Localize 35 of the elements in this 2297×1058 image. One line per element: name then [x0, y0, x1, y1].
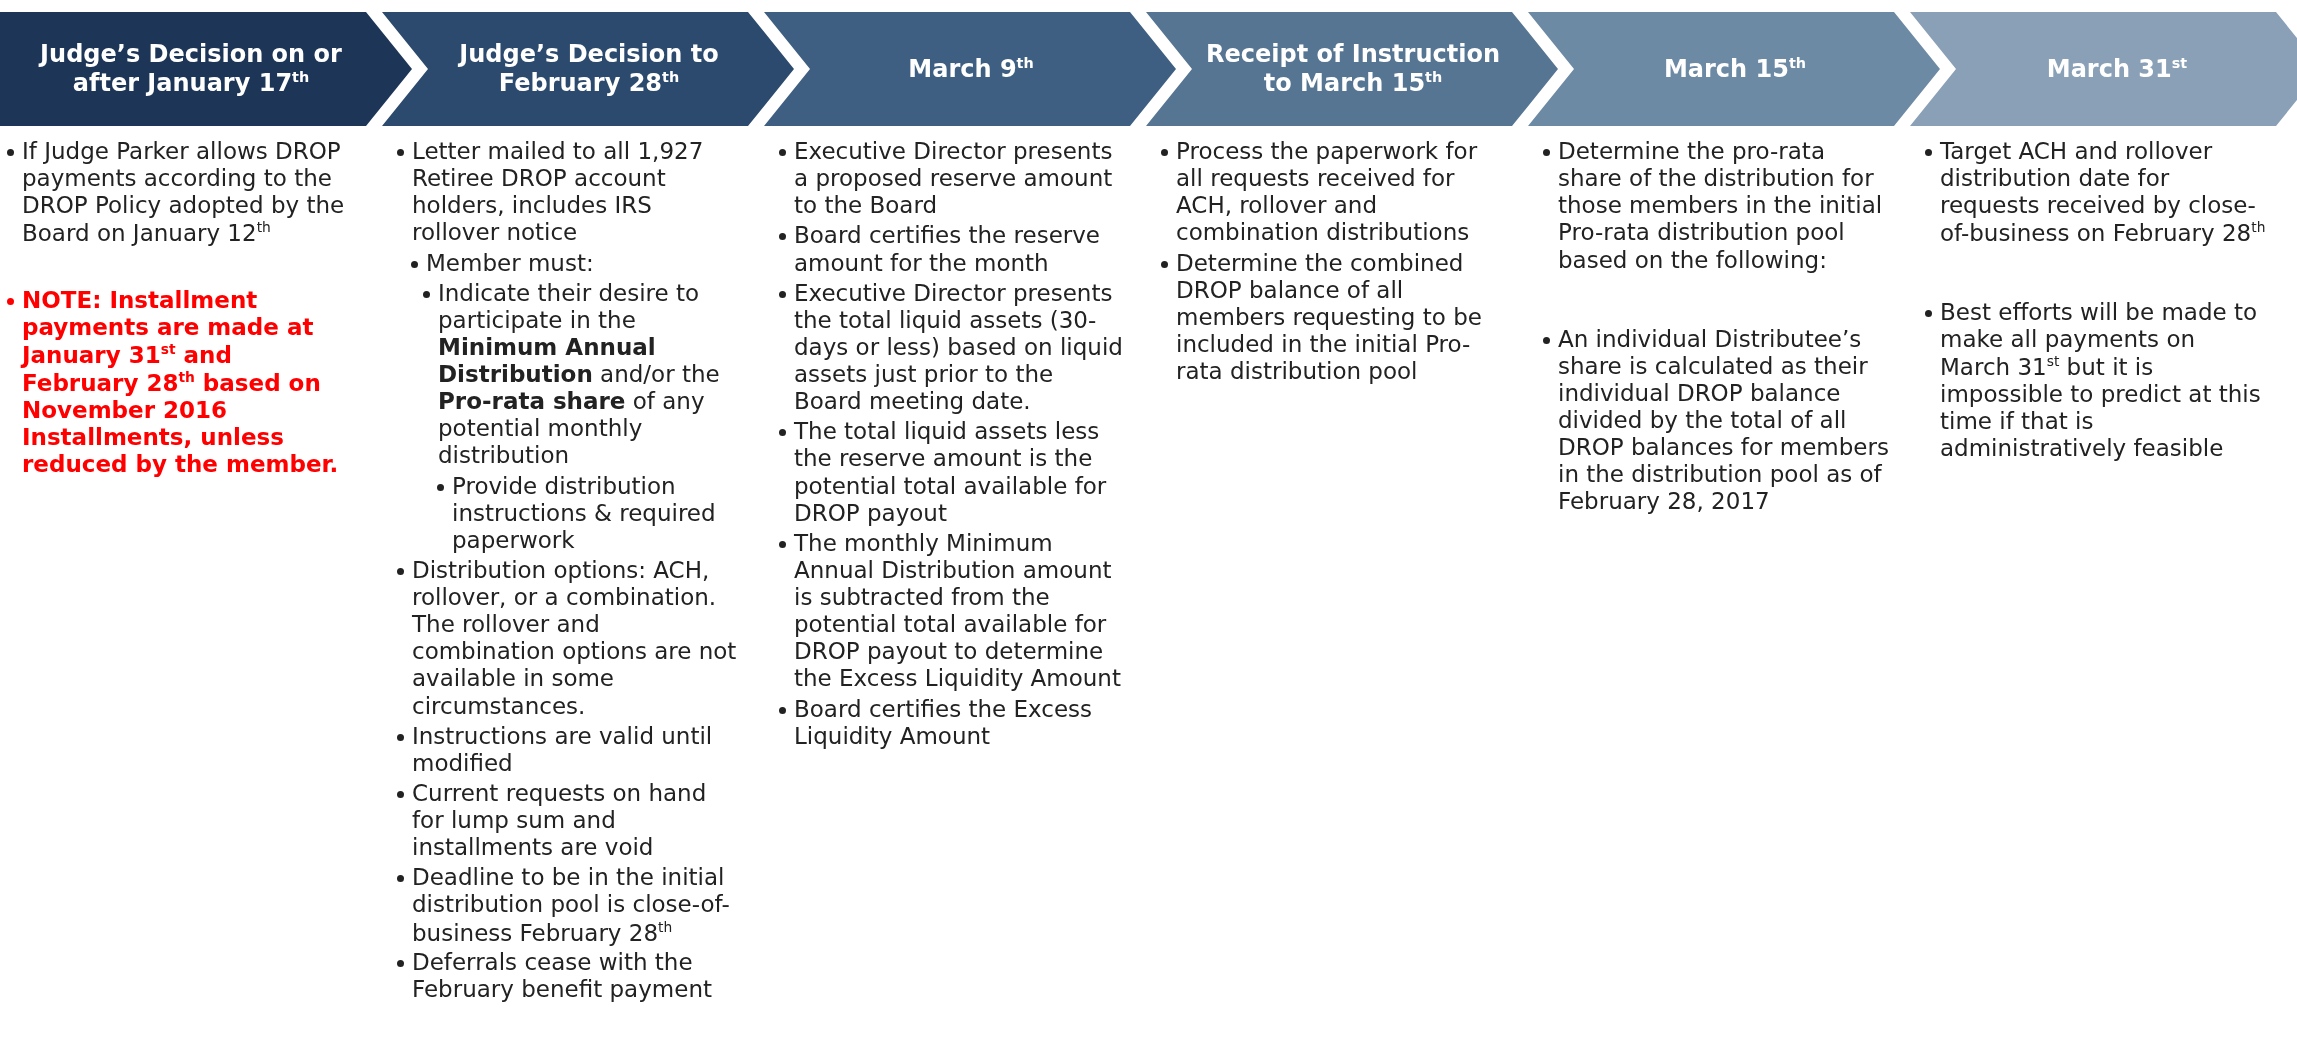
chevron-step: [1146, 12, 1558, 126]
bullet-text: Board certifies the Excess Liquidity Amount: [794, 695, 1094, 750]
bullet-text: If Judge Parker allows DROP payments according to the DROP Policy adopted by the Board on January 12$^{th}$: [22, 138, 346, 248]
chevron-step: [1910, 12, 2297, 126]
bullet-text: Letter mailed to all 1,927 Retiree DROP account holders, includes IRS rollover notice: [412, 138, 705, 247]
step-heading: Receipt of Instruction to March 15$^{th}$: [1205, 39, 1501, 99]
bullet-text: Deadline to be in the initial distribution pool is close-of-business February 28$^{th}$: [412, 864, 731, 947]
bullet-text: Distribution options: ACH, rollover, or a combination. The rollover and combination options are not available in some circumstances.: [412, 556, 738, 720]
chevron-step: [764, 12, 1176, 126]
bullet-text: Instructions are valid until modified: [412, 722, 714, 777]
bullet-text: Executive Director presents the total liquid assets (30-days or less) based on liquid assets just prior to the Board meeting date.: [794, 279, 1124, 416]
bullet-text: The total liquid assets less the reserve amount is the potential total available for DROP payout: [794, 418, 1108, 527]
bullet-text: Provide distribution instructions & required paperwork: [452, 472, 717, 554]
bullet-text: Determine the combined DROP balance of all members requesting to be included in the initial Pro-rata distribution pool: [1176, 249, 1483, 386]
bullet-text: Indicate their desire to participate in the Minimum Annual Distribution and/or the Pro-rata share of any potential monthly distribution: [438, 279, 721, 470]
bullet-text: Process the paperwork for all requests received for ACH, rollover and combination distributions: [1176, 138, 1479, 247]
bullet-text: NOTE: Installment payments are made at January 31$^{st}$ and February 28$^{th}$ based on November 2016 Installments, unless reduced by the member.: [22, 287, 340, 479]
step-heading: March 15$^{th}$: [1662, 53, 1808, 85]
chevron-step: [0, 12, 412, 126]
bullet-text: Member must:: [426, 249, 595, 277]
chevron-step: [382, 12, 794, 126]
bullet-text: Deferrals cease with the February benefit payment: [412, 949, 713, 1004]
bullet-text: Best efforts will be made to make all payments on March 31$^{st}$ but it is impossible to predict at this time if that is administratively feasible: [1940, 299, 2262, 463]
bullet-text: Executive Director presents a proposed reserve amount to the Board: [794, 138, 1114, 220]
step-heading: March 31$^{st}$: [2045, 53, 2189, 85]
chevron-step: [1528, 12, 1940, 126]
step-heading: Judge’s Decision to February 28$^{th}$: [457, 39, 720, 99]
step-heading: March 9$^{th}$: [907, 53, 1035, 85]
bullet-text: Target ACH and rollover distribution date for requests received by close-of-business on February 28$^{th}$: [1940, 138, 2267, 248]
bullet-text: Board certifies the reserve amount for the month: [794, 222, 1101, 277]
bullet-text: The monthly Minimum Annual Distribution amount is subtracted from the potential total available for DROP payout to determine the Excess Liquidity Amount: [794, 529, 1122, 693]
bullet-text: Determine the pro-rata share of the distribution for those members in the initial Pro-rata distribution pool based on the following:: [1558, 138, 1884, 274]
step-heading: Judge’s Decision on or after January 17$^{th}$: [37, 39, 343, 99]
bullet-text: An individual Distributee’s share is calculated as their individual DROP balance divided by the total of all DROP balances for members in the distribution pool as of February 28, 2017: [1558, 325, 1890, 516]
bullet-text: Current requests on hand for lump sum and installments are void: [412, 779, 708, 862]
